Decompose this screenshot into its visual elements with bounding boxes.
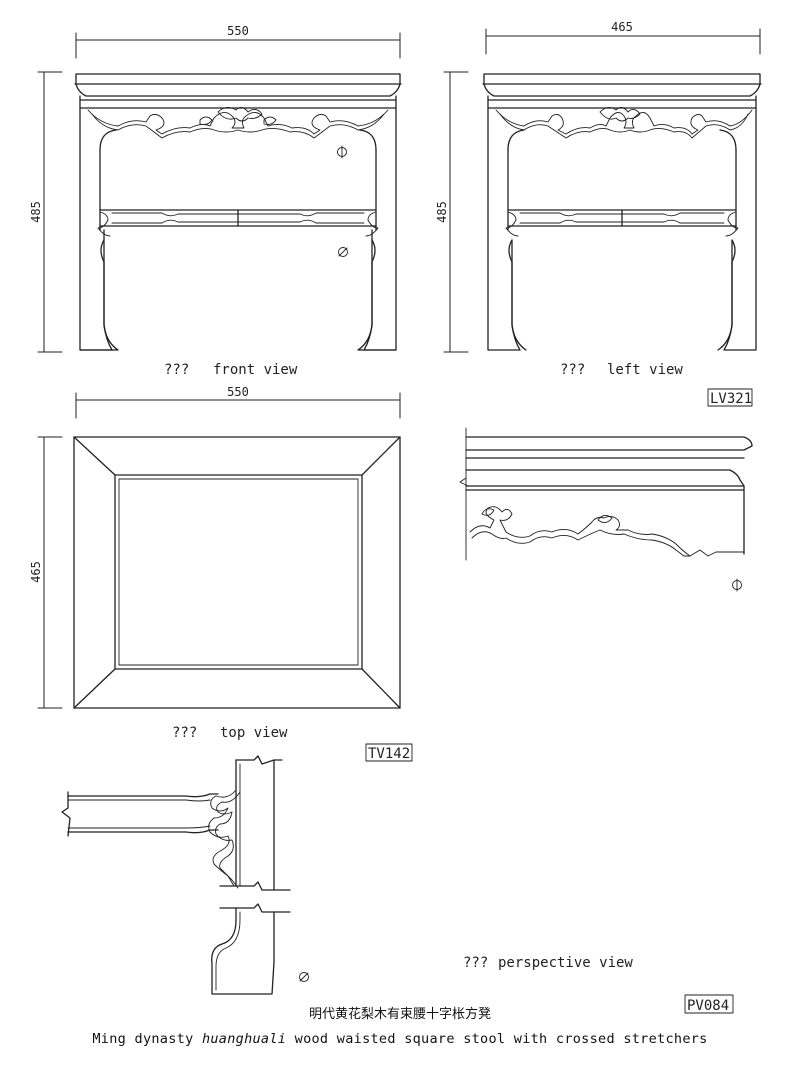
- caption-english-end: wood waisted square stool with crossed s…: [286, 1031, 708, 1047]
- top-view: 550 465 ??? top view TV142: [29, 385, 413, 762]
- front-view-label-prefix: ???: [164, 362, 189, 378]
- left-view-stretcher: [505, 209, 739, 237]
- left-view-height-value: 485: [435, 201, 449, 223]
- perspective-view: ??? perspective view PV084: [61, 755, 734, 1014]
- top-view-width-dimension: 550: [75, 385, 401, 419]
- left-view-code: LV321: [710, 391, 752, 407]
- caption-english-italic: huanghuali: [201, 1031, 287, 1047]
- left-view-legs: [487, 107, 757, 351]
- top-view-code-box: TV142: [365, 743, 413, 762]
- top-view-label-prefix: ???: [172, 725, 197, 741]
- detail-1-apron-section: [459, 427, 753, 592]
- caption-english: Ming dynasty huanghuali wood waisted squ…: [0, 1031, 800, 1047]
- front-view: 550 485: [29, 24, 402, 378]
- perspective-view-label: perspective view: [498, 955, 633, 971]
- front-view-seat-top: [74, 73, 402, 109]
- left-view-label-prefix: ???: [560, 362, 585, 378]
- front-view-height-value: 485: [29, 201, 43, 223]
- front-view-marker-2: [338, 247, 348, 257]
- left-view-seat-top: [482, 73, 762, 109]
- front-view-legs: [79, 239, 397, 351]
- top-view-width-value: 550: [227, 385, 249, 399]
- top-view-code: TV142: [368, 746, 410, 762]
- front-view-marker-1: [337, 145, 347, 159]
- caption-english-start: Ming dynasty: [92, 1031, 202, 1047]
- left-view-height-dimension: 485: [435, 71, 469, 353]
- front-view-label: front view: [213, 362, 298, 378]
- left-view-width-dimension: 465: [485, 20, 761, 55]
- left-view-label: left view: [607, 362, 683, 378]
- caption-chinese: 明代黄花梨木有束腰十字枨方凳: [308, 1007, 491, 1022]
- perspective-view-code-box: PV084: [684, 994, 734, 1014]
- left-view-apron: [495, 107, 753, 139]
- perspective-view-code: PV084: [687, 998, 729, 1014]
- front-view-stretcher: [97, 209, 379, 237]
- detail-1-marker: [732, 578, 742, 592]
- front-view-width-dimension: 550: [75, 24, 401, 59]
- front-view-width-value: 550: [227, 24, 249, 38]
- perspective-view-label-prefix: ???: [463, 955, 488, 971]
- top-view-height-dimension: 465: [29, 436, 63, 709]
- front-view-apron: [79, 107, 397, 351]
- perspective-view-marker: [299, 972, 309, 982]
- front-view-height-dimension: 485: [29, 71, 63, 353]
- top-view-label: top view: [220, 725, 288, 741]
- top-view-height-value: 465: [29, 561, 43, 583]
- top-view-frame: [73, 436, 401, 709]
- left-view-code-box: LV321: [707, 388, 753, 407]
- left-view: 465 485: [435, 20, 762, 407]
- left-view-width-value: 465: [611, 20, 633, 34]
